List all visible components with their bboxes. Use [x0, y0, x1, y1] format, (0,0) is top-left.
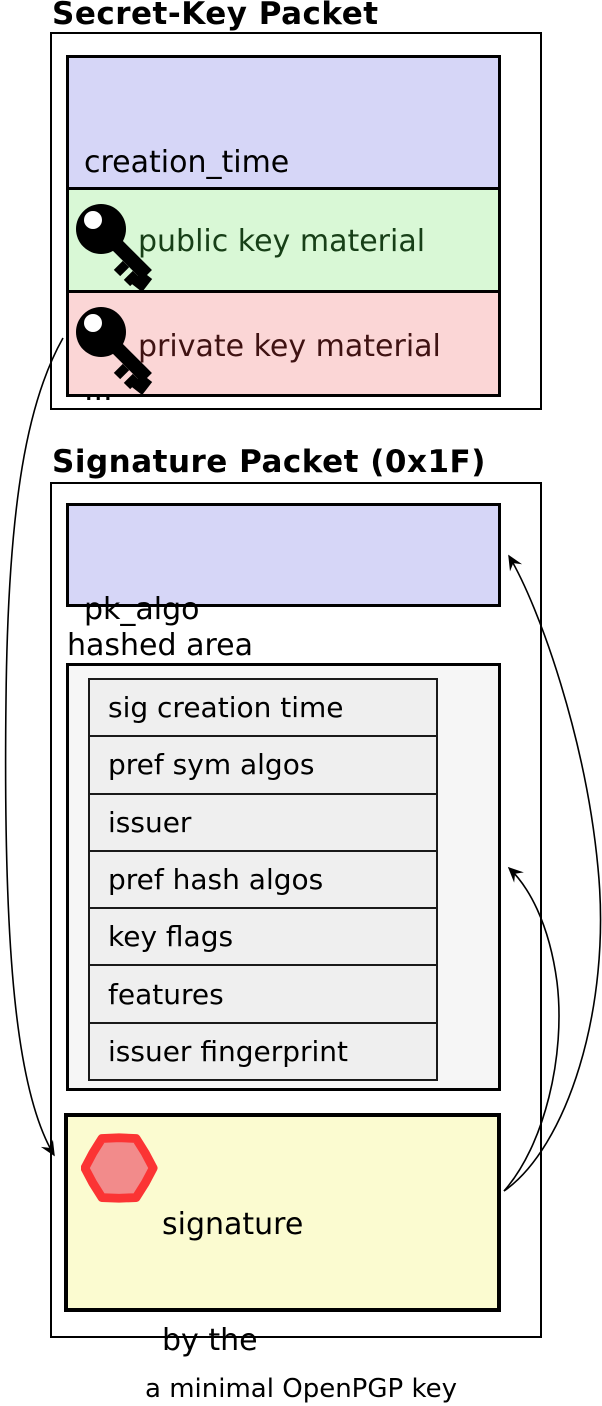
subpacket-row: pref hash algos [90, 851, 436, 910]
signature-packet-title: Signature Packet (0x1F) [52, 444, 486, 480]
key-icon [76, 204, 153, 292]
subpacket-row: pref sym algos [90, 737, 436, 795]
signature-header-box: pk_algo hash_algo [66, 503, 501, 741]
signature-line: by the [162, 1322, 258, 1358]
signature-value-box: signature by the private key material ov… [64, 1113, 501, 1358]
private-key-material-box: private key material [66, 290, 501, 397]
private-key-material-label: private key material [138, 329, 441, 364]
field-creation-time: creation_time [84, 145, 290, 180]
key-icon [76, 307, 153, 395]
public-key-material-label: public key material [138, 224, 426, 259]
signature-line: signature [162, 1207, 304, 1242]
hashed-area-box: sig creation time pref sym algos issuer … [66, 663, 501, 1091]
public-key-material-box: public key material [66, 187, 501, 293]
subpacket-list: sig creation time pref sym algos issuer … [88, 678, 438, 1081]
field-pk-algo: pk_algo [84, 592, 200, 627]
subpacket-row: features [90, 966, 436, 1024]
seal-icon [81, 1133, 158, 1203]
subpacket-row: issuer [90, 794, 436, 852]
hashed-area-label: hashed area [67, 628, 253, 663]
subpacket-row: sig creation time [90, 680, 436, 738]
subpacket-row: issuer fingerprint [90, 1023, 436, 1079]
subpacket-row: key flags [90, 909, 436, 967]
secret-key-header-box: creation_time pk_algo ... [66, 55, 501, 408]
secret-key-packet-title: Secret-Key Packet [52, 0, 379, 32]
diagram-caption: a minimal OpenPGP key [145, 1374, 457, 1404]
